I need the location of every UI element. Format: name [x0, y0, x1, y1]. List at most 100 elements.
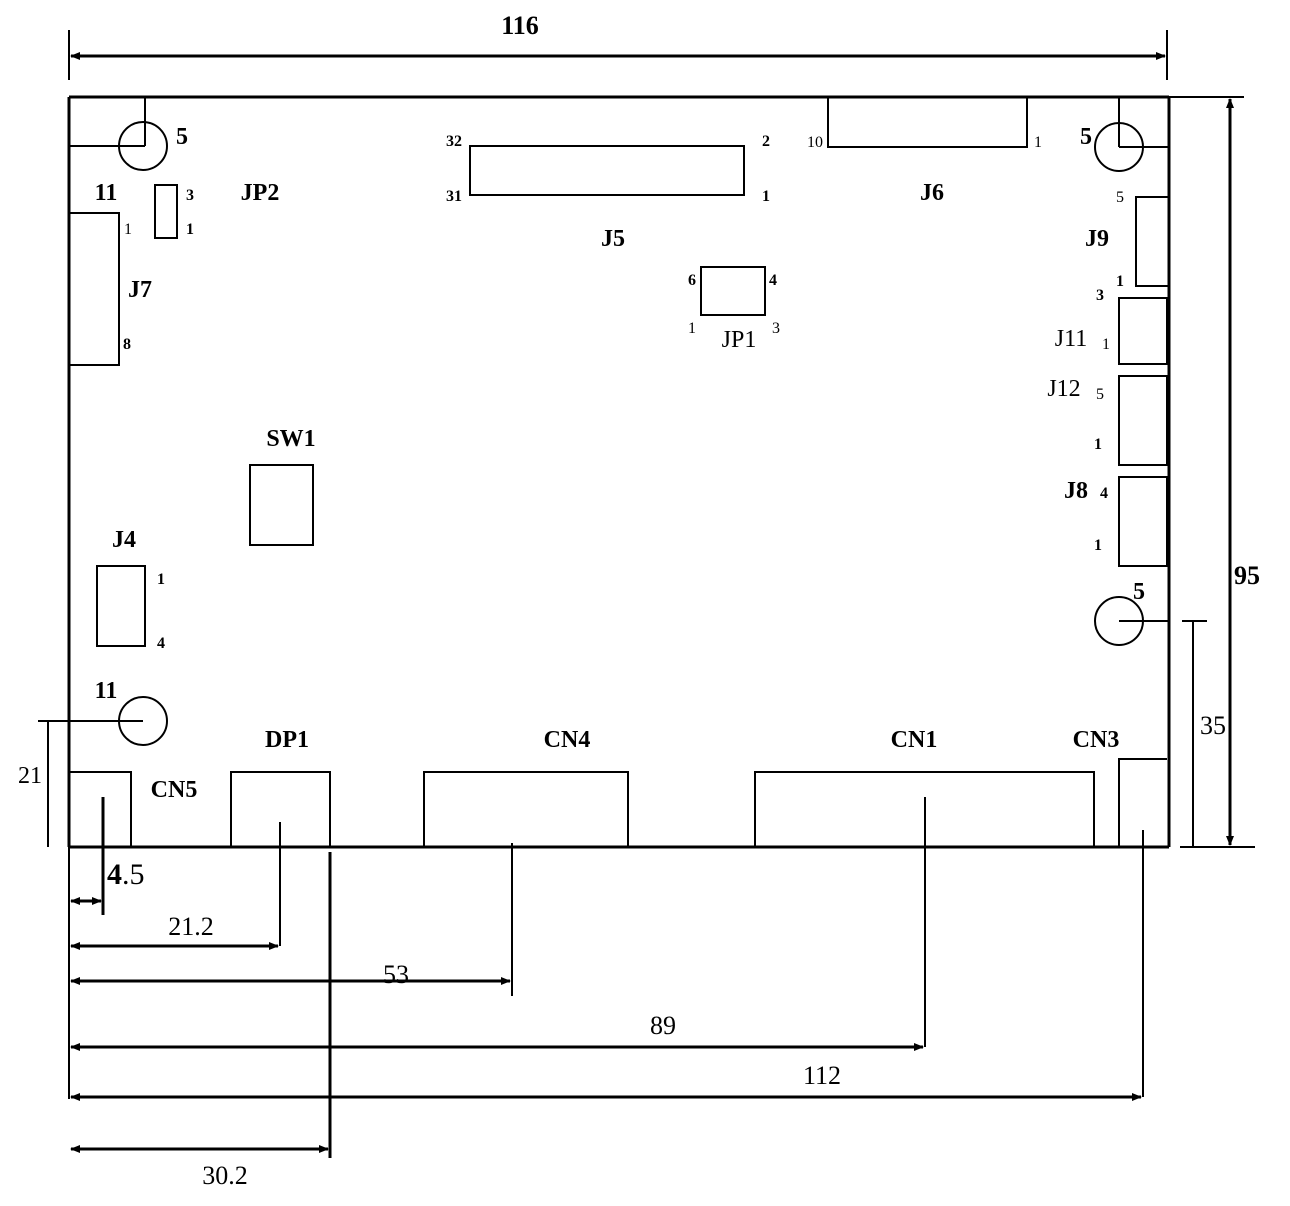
jp1-jumper: 6 4 1 3 JP1 [688, 266, 780, 353]
j6-body [827, 97, 1028, 148]
j7-offset-label: 11 [95, 180, 118, 206]
j7-connector: 11 1 J7 8 [68, 180, 152, 366]
j12-pin-bottom: 1 [1094, 436, 1102, 453]
mounting-hole-top-right: 5 [1080, 97, 1169, 172]
mounting-hole-top-left: 5 [69, 97, 188, 171]
j9-connector: 5 J9 1 [1085, 189, 1170, 290]
j11-label: J11 [1055, 326, 1087, 352]
j12-label: J12 [1047, 376, 1080, 402]
j7-pin-first: 1 [124, 221, 132, 238]
dim-21-label: 21 [18, 763, 42, 789]
cn3-label: CN3 [1073, 727, 1120, 753]
j12-connector: J12 5 1 [1047, 375, 1168, 466]
mounting-hole-bottom-left: 11 [38, 678, 168, 746]
cn5-label: CN5 [151, 777, 198, 803]
hole-top-left-label: 5 [176, 124, 188, 150]
j5-connector: 32 31 2 1 J5 [446, 133, 770, 252]
j4-body [96, 565, 146, 647]
cn3-connector: CN3 [1073, 727, 1167, 1097]
j11-pin-top: 3 [1096, 287, 1104, 304]
j5-label: J5 [601, 226, 625, 252]
width-dimension-label: 116 [501, 11, 539, 40]
jp1-pin-top-left: 6 [688, 272, 696, 289]
jp2-pin-top: 3 [186, 187, 194, 204]
cn5-body [69, 771, 132, 847]
jp2-pin-bottom: 1 [186, 221, 194, 238]
sw1-switch: SW1 [249, 426, 316, 546]
j8-connector: J8 4 1 [1064, 476, 1168, 567]
cn5-connector: CN5 [69, 771, 198, 915]
dim-89-label: 89 [650, 1011, 676, 1040]
j9-label: J9 [1085, 226, 1109, 252]
j7-body [68, 212, 120, 366]
j12-pin-top: 5 [1096, 386, 1104, 403]
dim-4-5: 4.5 [70, 858, 145, 905]
j8-pin-top: 4 [1100, 485, 1108, 502]
height-dimension-label: 95 [1234, 561, 1260, 590]
jp1-pin-bottom-right: 3 [772, 320, 780, 337]
j5-pin-bottom-right: 1 [762, 188, 770, 205]
j5-pin-bottom-left: 31 [446, 188, 462, 205]
cn4-label: CN4 [544, 727, 591, 753]
dim-112-label: 112 [803, 1061, 841, 1090]
dim-53-label: 53 [383, 960, 409, 989]
sw1-label: SW1 [266, 426, 315, 452]
sw1-body [249, 464, 314, 546]
dim-4-5-frac: .5 [122, 858, 145, 891]
j5-pin-top-right: 2 [762, 133, 770, 150]
cn1-label: CN1 [891, 727, 938, 753]
j9-pin-bottom: 1 [1116, 273, 1124, 290]
jp2-jumper: 3 1 JP2 [154, 180, 280, 239]
dim-89: 89 [70, 1011, 924, 1051]
jp2-label: JP2 [241, 180, 280, 206]
j8-pin-bottom: 1 [1094, 537, 1102, 554]
dim-53: 53 [70, 960, 511, 989]
dim-30-2-label: 30.2 [202, 1161, 248, 1190]
j6-pin-right: 1 [1034, 134, 1042, 151]
cn3-body [1118, 758, 1167, 847]
hole-bottom-left-label: 11 [95, 678, 118, 704]
j7-label: J7 [128, 277, 152, 303]
j4-pin-bottom: 4 [157, 635, 165, 652]
dim-21-2-label: 21.2 [168, 912, 214, 941]
j9-pin-top: 5 [1116, 189, 1124, 206]
j4-label: J4 [112, 527, 136, 553]
jp1-body [700, 266, 766, 316]
j11-body [1118, 297, 1168, 365]
j4-connector: J4 1 4 [96, 527, 165, 652]
cn4-connector: CN4 [423, 727, 629, 996]
dim-35-label: 35 [1200, 711, 1226, 740]
dp1-label: DP1 [265, 727, 309, 753]
j6-label: J6 [920, 180, 944, 206]
j5-pin-top-left: 32 [446, 133, 462, 150]
dim-4-5-int: 4 [107, 858, 122, 891]
dim-30-2: 30.2 [70, 852, 332, 1190]
jp2-body [154, 184, 178, 239]
j6-pin-left: 10 [807, 134, 823, 151]
j4-pin-top: 1 [157, 571, 165, 588]
hole-top-right-label: 5 [1080, 124, 1092, 150]
j5-body [469, 145, 745, 196]
j11-pin-bottom: 1 [1102, 336, 1110, 353]
mounting-hole-right: 5 [1094, 579, 1169, 646]
cn4-body [423, 771, 629, 847]
dp1-body [230, 771, 331, 847]
dim-112: 112 [70, 1061, 1142, 1101]
jp1-pin-top-right: 4 [769, 272, 777, 289]
cn1-connector: CN1 [754, 727, 1095, 1047]
j12-body [1118, 375, 1168, 466]
j9-body [1135, 196, 1170, 287]
j8-body [1118, 476, 1168, 567]
hole-right-label: 5 [1133, 579, 1145, 605]
j11-connector: 3 J11 1 [1055, 287, 1168, 365]
dp1-connector: DP1 [230, 727, 331, 946]
j7-pin-last: 8 [123, 336, 131, 353]
j8-label: J8 [1064, 478, 1088, 504]
dim-21-2: 21.2 [70, 912, 279, 950]
j6-connector: 10 1 J6 [807, 97, 1042, 206]
cn1-body [754, 771, 1095, 847]
dim-4-5-label: 4.5 [107, 858, 145, 891]
jp1-label: JP1 [722, 327, 757, 353]
